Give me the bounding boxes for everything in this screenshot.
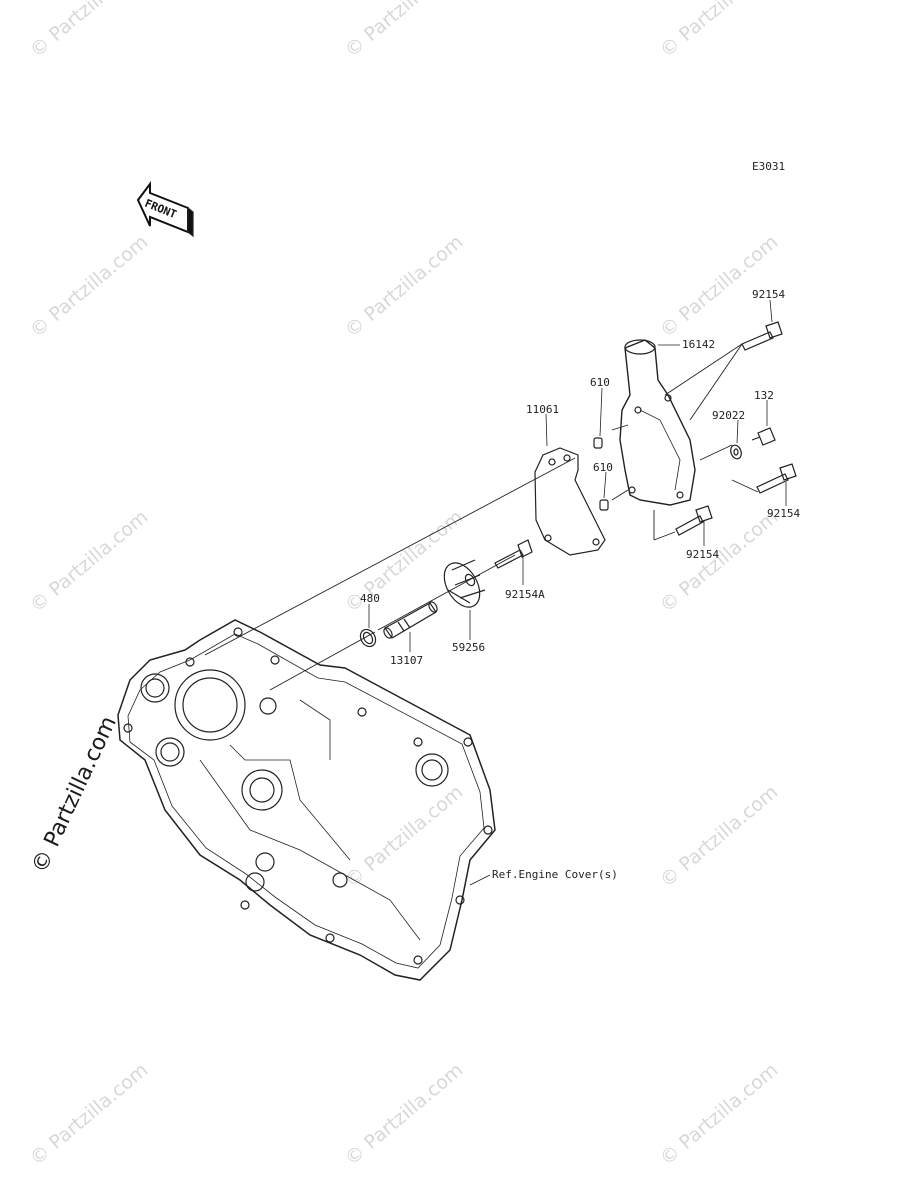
- pump-cover: [619, 339, 696, 506]
- part-label[interactable]: 92022: [712, 409, 746, 422]
- front-arrow-icon: FRONT: [136, 181, 194, 238]
- part-label[interactable]: 132: [754, 389, 774, 402]
- diagram-code: E3031: [752, 160, 786, 173]
- part-label[interactable]: 92154: [752, 288, 786, 301]
- part-label[interactable]: 480: [360, 592, 380, 605]
- part-label[interactable]: 92154: [767, 507, 801, 520]
- washer-92022: [730, 444, 742, 460]
- pump-gasket: [534, 447, 606, 556]
- part-label[interactable]: 13107: [390, 654, 424, 667]
- reference-note: Ref.Engine Cover(s): [492, 868, 618, 881]
- part-label[interactable]: 16142: [682, 338, 716, 351]
- impeller: [443, 559, 486, 608]
- part-label[interactable]: 92154A: [505, 588, 545, 601]
- seal-ring: [359, 628, 377, 648]
- label-leaders: [368, 299, 787, 886]
- part-label[interactable]: 610: [590, 376, 610, 389]
- dowel-pin: [593, 437, 603, 449]
- engine-case: [117, 619, 496, 981]
- bolt-92154-top: [741, 321, 783, 351]
- part-label[interactable]: 11061: [526, 403, 560, 416]
- pump-shaft: [383, 601, 438, 639]
- dowel-pin: [599, 499, 609, 511]
- bolt-92154a: [494, 539, 533, 569]
- bolt-92154-bottom: [675, 505, 713, 536]
- part-label[interactable]: 59256: [452, 641, 486, 654]
- part-label[interactable]: 92154: [686, 548, 720, 561]
- part-label[interactable]: 610: [593, 461, 613, 474]
- bolt-132: [751, 427, 776, 446]
- bolt-92154-right: [756, 463, 797, 494]
- assembly-axis-lines: [204, 343, 759, 691]
